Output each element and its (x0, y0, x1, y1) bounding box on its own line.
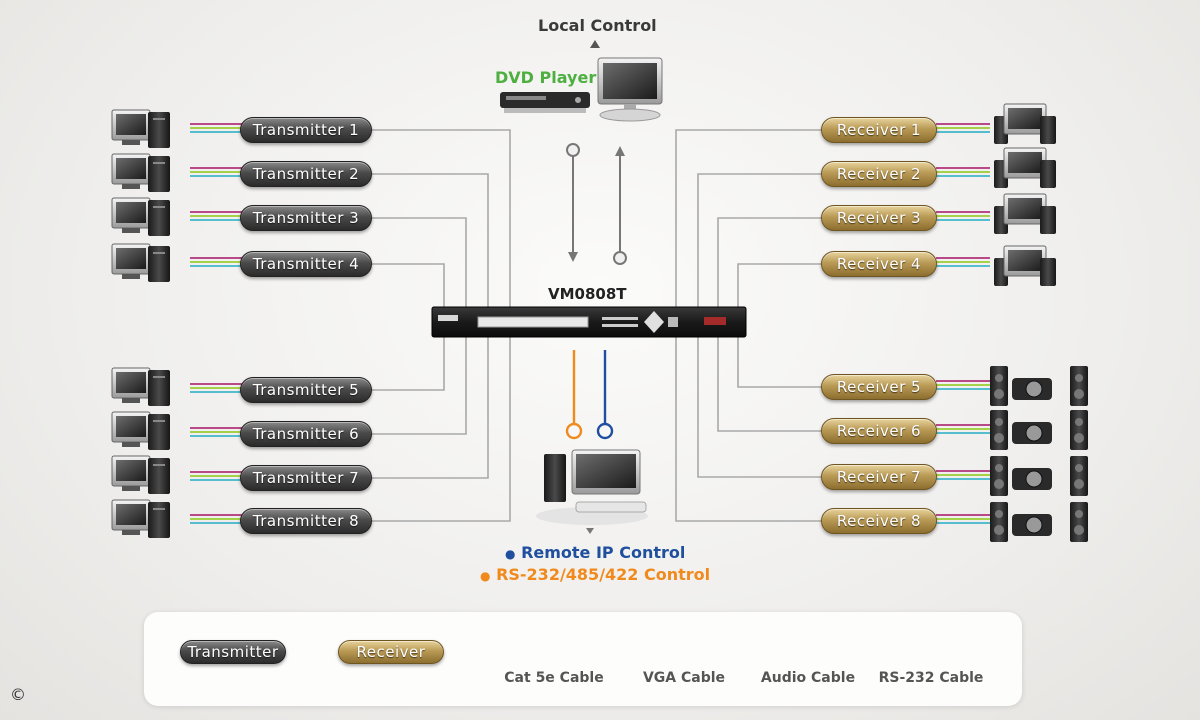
right-cat5e-cables (675, 129, 822, 522)
local-input-arrowhead-icon (615, 146, 625, 156)
local-control-arrow-icon (590, 40, 600, 48)
remote-ip-text: Remote IP Control (521, 543, 686, 562)
local-monitor-icon (597, 57, 663, 122)
transmitter-1: Transmitter 1 (240, 117, 372, 143)
legend-transmitter: Transmitter (180, 640, 286, 664)
transmitter-4: Transmitter 4 (240, 251, 372, 277)
receiver-2: Receiver 2 (821, 161, 937, 187)
remote-arrow-icon (586, 528, 594, 534)
receiver-6: Receiver 6 (821, 418, 937, 444)
switch-model-label: VM0808T (548, 285, 627, 303)
transmitter-5: Transmitter 5 (240, 377, 372, 403)
copyright-mark: © (10, 685, 26, 704)
right-display-icons (994, 103, 1056, 286)
remote-pc-icon (536, 449, 648, 525)
ip-control-line-icon (596, 350, 614, 440)
serial-control-text: RS-232/485/422 Control (496, 565, 711, 584)
dvd-player-icon (500, 92, 590, 113)
legend-vga-label: VGA Cable (642, 670, 726, 686)
local-input-arrow-icon (613, 156, 627, 265)
right-output-cables (936, 123, 990, 524)
receiver-4: Receiver 4 (821, 251, 937, 277)
transmitter-8: Transmitter 8 (240, 508, 372, 534)
local-control-label: Local Control (538, 16, 657, 35)
matrix-switch-icon (431, 306, 747, 338)
serial-control-label: ● RS-232/485/422 Control (480, 565, 710, 584)
local-output-arrow-icon (566, 143, 580, 252)
receiver-8: Receiver 8 (821, 508, 937, 534)
legend-cat5e-label: Cat 5e Cable (504, 670, 604, 686)
legend-audio-label: Audio Cable (760, 670, 856, 686)
transmitter-3: Transmitter 3 (240, 205, 372, 231)
serial-control-line-icon (565, 350, 583, 440)
local-output-arrowhead-icon (568, 252, 578, 262)
legend-rs232-label: RS-232 Cable (878, 670, 984, 686)
legend-receiver: Receiver (338, 640, 444, 664)
transmitter-7: Transmitter 7 (240, 465, 372, 491)
bullet-icon: ● (480, 569, 491, 583)
receiver-1: Receiver 1 (821, 117, 937, 143)
right-projector-icons (990, 366, 1088, 542)
receiver-5: Receiver 5 (821, 374, 937, 400)
left-computer-icons (111, 109, 170, 538)
remote-ip-label: ● Remote IP Control (505, 543, 685, 562)
transmitter-2: Transmitter 2 (240, 161, 372, 187)
legend-panel: Transmitter Receiver Cat 5e Cable VGA Ca… (144, 612, 1022, 706)
dvd-player-label: DVD Player (495, 68, 597, 87)
receiver-7: Receiver 7 (821, 464, 937, 490)
bullet-icon: ● (505, 547, 516, 561)
receiver-3: Receiver 3 (821, 205, 937, 231)
left-cat5e-cables (372, 129, 511, 522)
left-source-cables (190, 123, 242, 524)
transmitter-6: Transmitter 6 (240, 421, 372, 447)
